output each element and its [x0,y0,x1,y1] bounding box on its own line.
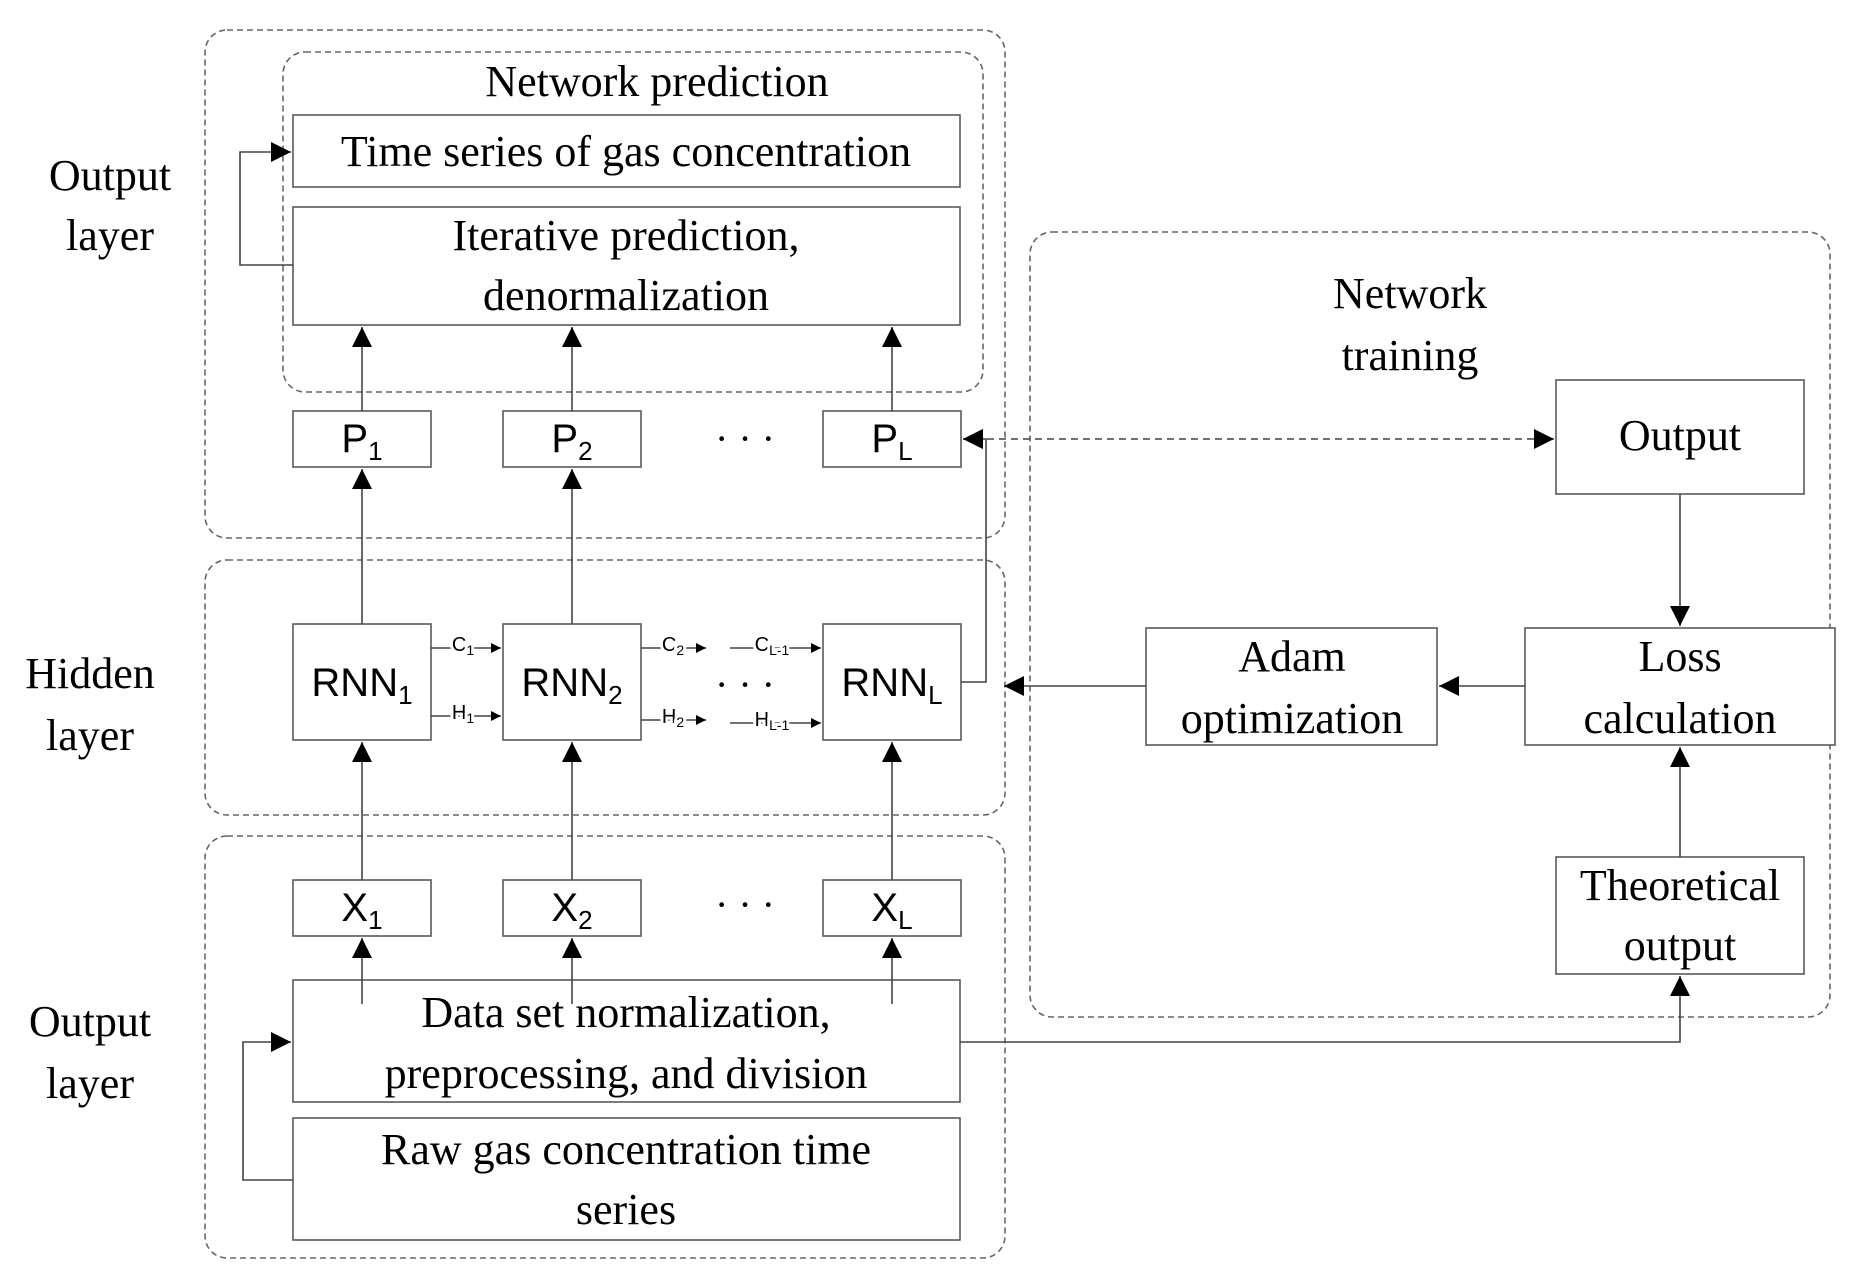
theoretical-output-box [1555,856,1805,975]
loss-calculation-box [1524,627,1836,746]
output-layer-bottom-label-line2: layer [46,1059,134,1108]
normalization-label-line1: Data set normalization, [421,988,830,1037]
normalization-to-theoretical-arrow [960,976,1690,1043]
output-layer-bottom-label-line1: Output [29,997,151,1046]
raw-data-box [292,1117,961,1241]
h2-label: H2 [662,706,684,730]
raw-data-label-line1: Raw gas concentration time [381,1125,871,1174]
iterative-prediction-box [292,206,961,326]
raw-to-normalization-arrow [242,1032,293,1181]
network-prediction-title: Network prediction [485,57,828,106]
pL-label: PL [871,417,912,466]
loss-calculation-label-line2: calculation [1583,694,1776,743]
network-training-title-line2: training [1342,331,1479,380]
rnn2-label: RNN2 [521,661,622,710]
c2-label: C2 [662,634,684,658]
rnn1-label: RNN1 [311,661,412,710]
p2-label: P2 [551,417,592,466]
iterative-prediction-label-line1: Iterative prediction, [453,211,800,260]
cL1-label: CL-1 [755,634,790,658]
output-layer-group-top [204,29,1006,539]
normalization-label-line2: preprocessing, and division [385,1049,868,1098]
rnn1-box [292,623,432,741]
p1-label: P1 [341,417,382,466]
x-row-ellipsis: · · · [715,882,775,927]
training-output-label: Output [1619,411,1741,460]
hidden-layer-label-line2: layer [46,711,134,760]
network-training-group [1029,231,1831,1018]
hidden-layer-label-line1: Hidden [25,649,155,698]
x2-box [502,879,642,937]
raw-data-label-line2: series [576,1185,676,1234]
prediction-feedback-arrow [239,142,293,266]
h1-label: H1 [452,702,474,726]
hL1-label: HL-1 [755,709,790,733]
time-series-box [292,114,961,188]
x1-label: X1 [341,886,382,935]
output-layer-top-label-line1: Output [49,151,171,200]
adam-optimization-box [1145,627,1438,746]
rnn2-box [502,623,642,741]
x1-box [292,879,432,937]
p-row-ellipsis: · · · [715,416,775,461]
loss-calculation-label-line1: Loss [1638,632,1721,681]
xL-box [822,879,962,937]
network-training-title-line1: Network [1333,269,1487,318]
adam-optimization-label-line2: optimization [1181,694,1403,743]
rnnL-box [822,623,962,741]
output-layer-group-bottom [204,835,1006,1259]
normalization-box [292,979,961,1103]
theoretical-output-label-line2: output [1624,921,1736,970]
x2-label: X2 [551,886,592,935]
rnn-row-ellipsis: · · · [715,662,775,707]
iterative-prediction-label-line2: denormalization [483,271,769,320]
adam-optimization-label-line1: Adam [1238,632,1346,681]
xL-label: XL [871,886,912,935]
theoretical-output-label-line1: Theoretical [1580,861,1780,910]
time-series-box-label: Time series of gas concentration [341,127,911,176]
output-layer-top-label-line2: layer [66,211,154,260]
rnnL-label: RNNL [841,661,942,710]
p1-box [292,410,432,468]
c1-label: C1 [452,634,474,658]
